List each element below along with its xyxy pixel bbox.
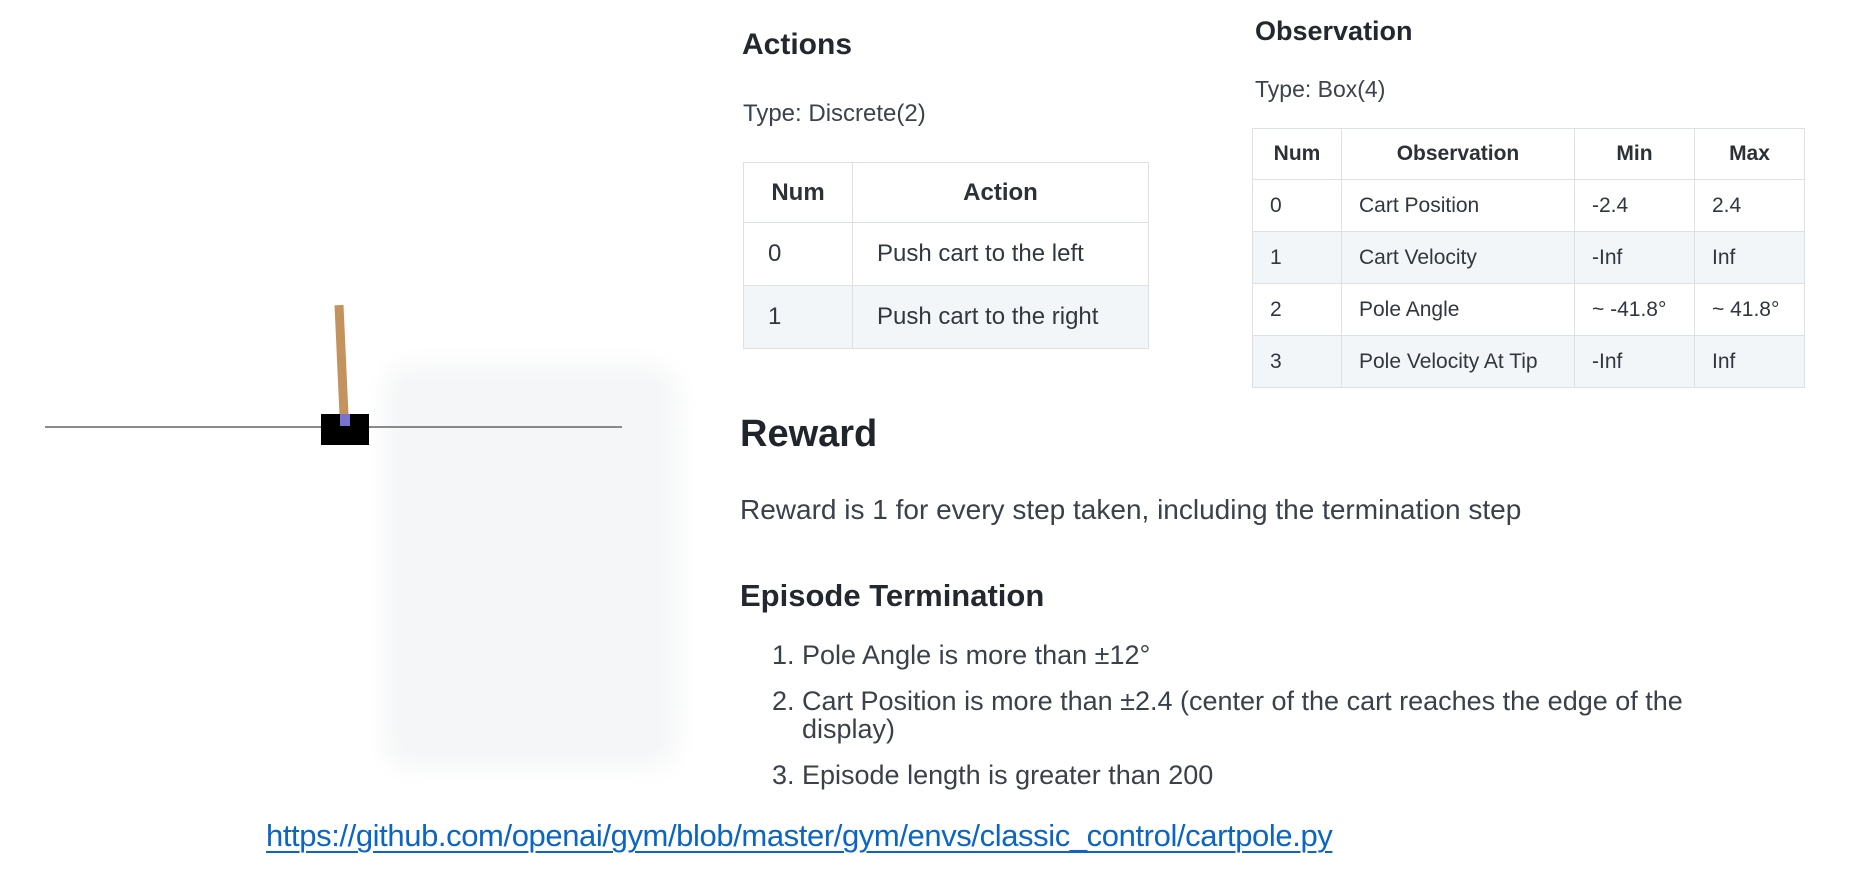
table-cell: -Inf [1574,335,1695,388]
table-cell: 1 [1252,231,1342,284]
table-row: 2 Pole Angle ~ -41.8° ~ 41.8° [1252,283,1805,336]
actions-table-header-row: Num Action [743,162,1149,223]
table-row: 3 Pole Velocity At Tip -Inf Inf [1252,335,1805,388]
actions-type-line: Type: Discrete(2) [743,100,926,127]
observation-heading: Observation [1255,16,1413,46]
reward-heading: Reward [740,413,878,455]
observation-header-num: Num [1252,128,1342,180]
table-cell: 2 [1252,283,1342,336]
episode-termination-item: Cart Position is more than ±2.4 (center … [802,687,1740,743]
episode-termination-heading: Episode Termination [740,578,1045,613]
observation-header-max: Max [1694,128,1805,180]
table-cell: 0 [743,222,853,286]
reward-text: Reward is 1 for every step taken, includ… [740,494,1522,525]
table-cell: Push cart to the right [852,285,1149,349]
github-cartpole-link[interactable]: https://github.com/openai/gym/blob/maste… [266,818,1333,853]
table-cell: Push cart to the left [852,222,1149,286]
episode-termination-list: Pole Angle is more than ±12° Cart Positi… [740,641,1740,807]
table-cell: -2.4 [1574,179,1695,232]
table-cell: 0 [1252,179,1342,232]
table-cell: Pole Velocity At Tip [1341,335,1575,388]
table-row: 1 Cart Velocity -Inf Inf [1252,231,1805,284]
table-cell: ~ -41.8° [1574,283,1695,336]
table-cell: Cart Position [1341,179,1575,232]
actions-heading: Actions [742,28,853,61]
table-cell: 2.4 [1694,179,1805,232]
background-artifact [400,380,662,752]
episode-termination-item: Episode length is greater than 200 [802,761,1740,789]
cartpole-axle [340,414,350,426]
observation-table-header-row: Num Observation Min Max [1252,128,1805,180]
table-row: 1 Push cart to the right [743,285,1149,349]
table-row: 0 Cart Position -2.4 2.4 [1252,179,1805,232]
table-cell: 1 [743,285,853,349]
table-cell: Pole Angle [1341,283,1575,336]
table-row: 0 Push cart to the left [743,222,1149,286]
table-cell: Cart Velocity [1341,231,1575,284]
observation-table: Num Observation Min Max 0 Cart Position … [1252,128,1805,388]
table-cell: 3 [1252,335,1342,388]
episode-termination-item: Pole Angle is more than ±12° [802,641,1740,669]
observation-header-min: Min [1574,128,1695,180]
table-cell: Inf [1694,231,1805,284]
table-cell: Inf [1694,335,1805,388]
observation-header-observation: Observation [1341,128,1575,180]
actions-header-num: Num [743,162,853,223]
table-cell: -Inf [1574,231,1695,284]
observation-type-line: Type: Box(4) [1255,76,1386,102]
cartpole-pole [334,304,349,427]
table-cell: ~ 41.8° [1694,283,1805,336]
actions-header-action: Action [852,162,1149,223]
actions-table: Num Action 0 Push cart to the left 1 Pus… [743,162,1149,349]
